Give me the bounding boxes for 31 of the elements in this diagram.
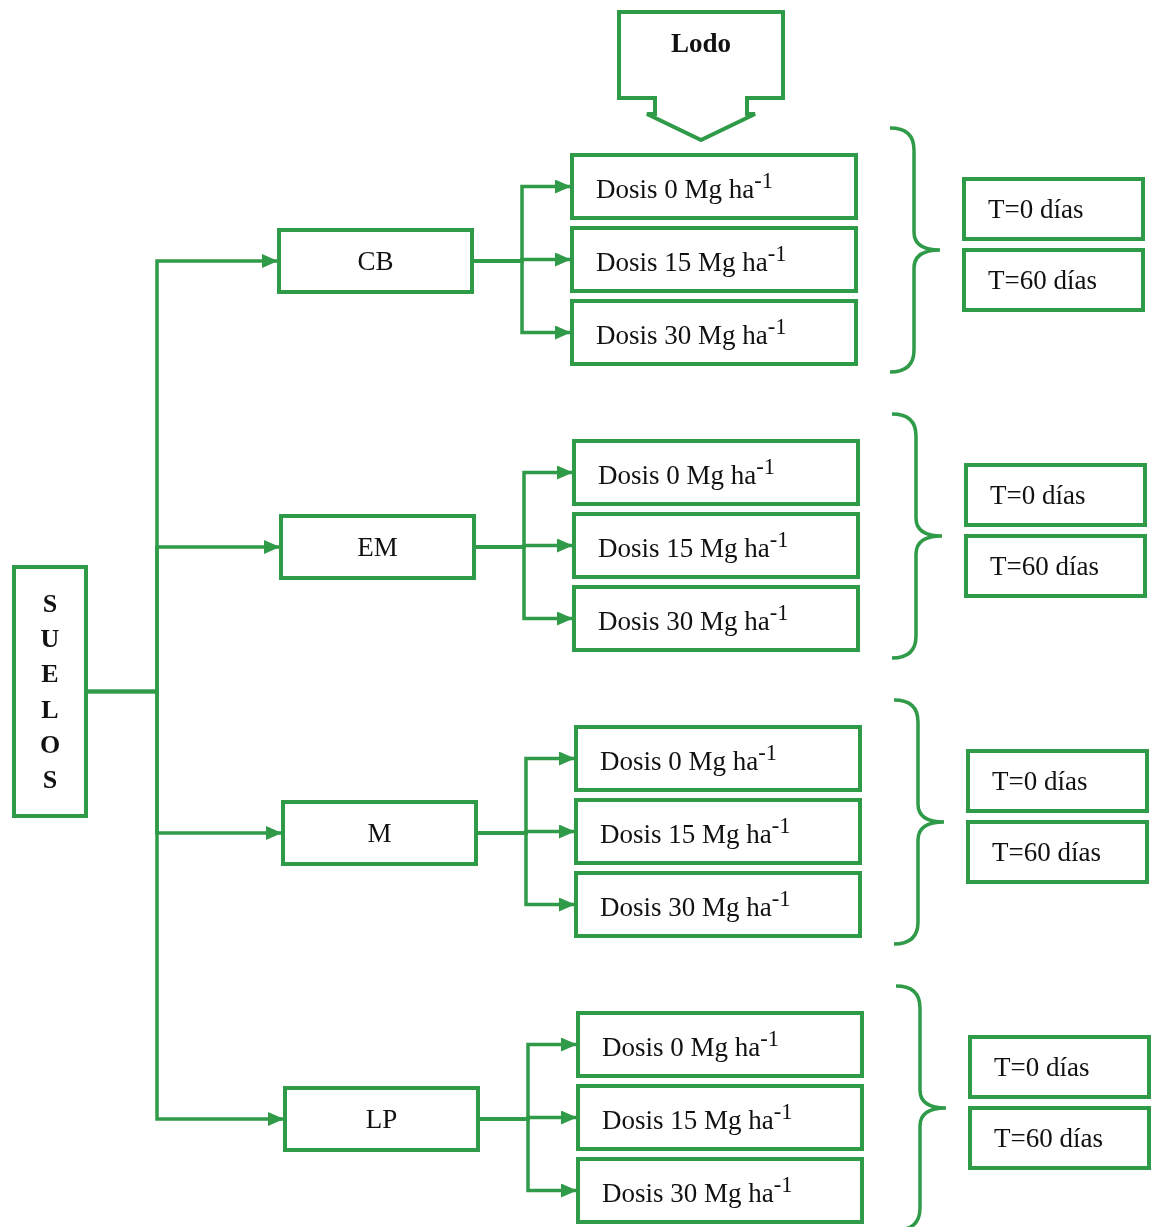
soil-box: M: [281, 800, 478, 866]
time-box: T=60 días: [966, 820, 1149, 884]
arrow: [474, 259, 571, 340]
dose-box: Dosis 15 Mg ha$^{-1}$: [574, 798, 862, 865]
time-box: T=60 días: [964, 534, 1147, 598]
soil-box: EM: [279, 514, 476, 580]
dose-box: Dosis 30 Mg ha$^{-1}$: [572, 585, 860, 652]
dose-box: Dosis 0 Mg ha$^{-1}$: [572, 439, 860, 506]
vertical-label: SUELOS: [38, 588, 62, 796]
dose-box: Dosis 15 Mg ha$^{-1}$: [570, 226, 858, 293]
dose-box: Dosis 15 Mg ha$^{-1}$: [572, 512, 860, 579]
time-box: T=0 días: [966, 749, 1149, 813]
time-box: T=0 días: [962, 177, 1145, 241]
time-box: T=0 días: [968, 1035, 1151, 1099]
dose-box: Dosis 0 Mg ha$^{-1}$: [576, 1011, 864, 1078]
dose-box: Dosis 30 Mg ha$^{-1}$: [576, 1157, 864, 1224]
dose-box: Dosis 0 Mg ha$^{-1}$: [574, 725, 862, 792]
dose-box: Dosis 15 Mg ha$^{-1}$: [576, 1084, 864, 1151]
arrow-label: Lodo: [670, 28, 732, 59]
dose-box: Dosis 30 Mg ha$^{-1}$: [574, 871, 862, 938]
arrow: [476, 545, 573, 626]
time-box: T=60 días: [968, 1106, 1151, 1170]
arrow: [88, 689, 284, 1126]
arrow: [480, 1117, 577, 1198]
dose-box: Dosis 30 Mg ha$^{-1}$: [570, 299, 858, 366]
soil-box: CB: [277, 228, 474, 294]
arrow: [478, 831, 575, 912]
dose-box: Dosis 0 Mg ha$^{-1}$: [570, 153, 858, 220]
time-box: T=60 días: [962, 248, 1145, 312]
soil-box: LP: [283, 1086, 480, 1152]
time-box: T=0 días: [964, 463, 1147, 527]
